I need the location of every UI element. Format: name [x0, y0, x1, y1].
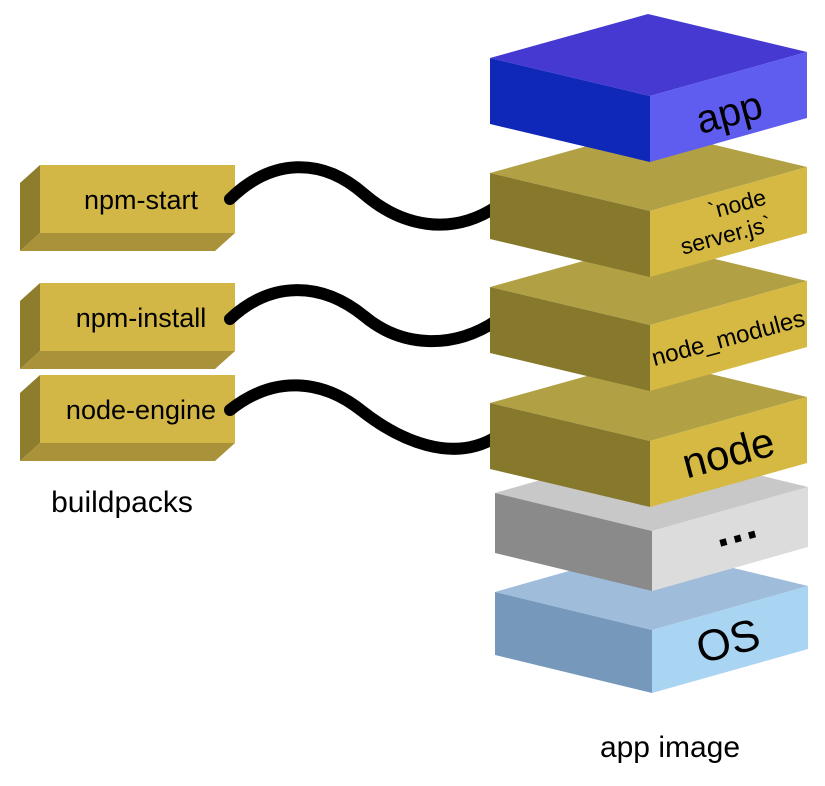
buildpack-npm-start: npm-start — [20, 165, 235, 251]
layer-right-face — [650, 397, 807, 507]
layer-front-face — [490, 173, 650, 277]
app-image-caption: app image — [600, 731, 740, 764]
buildpack-bottom-face — [20, 233, 235, 251]
buildpack-bottom-face — [20, 443, 235, 461]
buildpack-bottom-face — [20, 351, 235, 369]
layer-front-face — [495, 592, 652, 693]
layer-right-face — [652, 487, 808, 591]
layer-front-face — [490, 403, 650, 507]
layer-front-face — [490, 287, 650, 391]
layer-right-face — [650, 281, 807, 391]
buildpack-front-face — [40, 283, 235, 351]
buildpack-side-face — [20, 165, 40, 251]
buildpack-front-face — [40, 165, 235, 233]
buildpacks-caption: buildpacks — [51, 486, 193, 519]
layer-right-face — [650, 52, 807, 162]
buildpack-label-npm-install: npm-install — [76, 303, 207, 333]
layer-front-face — [490, 58, 650, 162]
buildpack-node-engine: node-engine — [20, 375, 235, 461]
layer-top-face — [490, 129, 807, 211]
layer-top-face — [490, 243, 807, 325]
buildpack-label-node-engine: node-engine — [66, 395, 216, 425]
buildpack-label-npm-start: npm-start — [84, 185, 199, 215]
buildpack-side-face — [20, 375, 40, 461]
layer-top-face — [490, 14, 807, 96]
buildpack-front-face — [40, 375, 235, 443]
buildpack-side-face — [20, 283, 40, 369]
layer-app: app — [490, 14, 807, 162]
connector-npm-install-to-node-modules — [224, 284, 502, 348]
connector-npm-start-to-node-server — [224, 161, 502, 231]
connector-node-engine-to-node — [224, 379, 502, 455]
layer-right-face — [652, 586, 808, 693]
layer-right-face — [650, 167, 807, 277]
layer-top-face — [490, 359, 807, 441]
layer-node: node — [490, 359, 807, 507]
layer-front-face — [495, 493, 652, 591]
buildpack-npm-install: npm-install — [20, 283, 235, 369]
